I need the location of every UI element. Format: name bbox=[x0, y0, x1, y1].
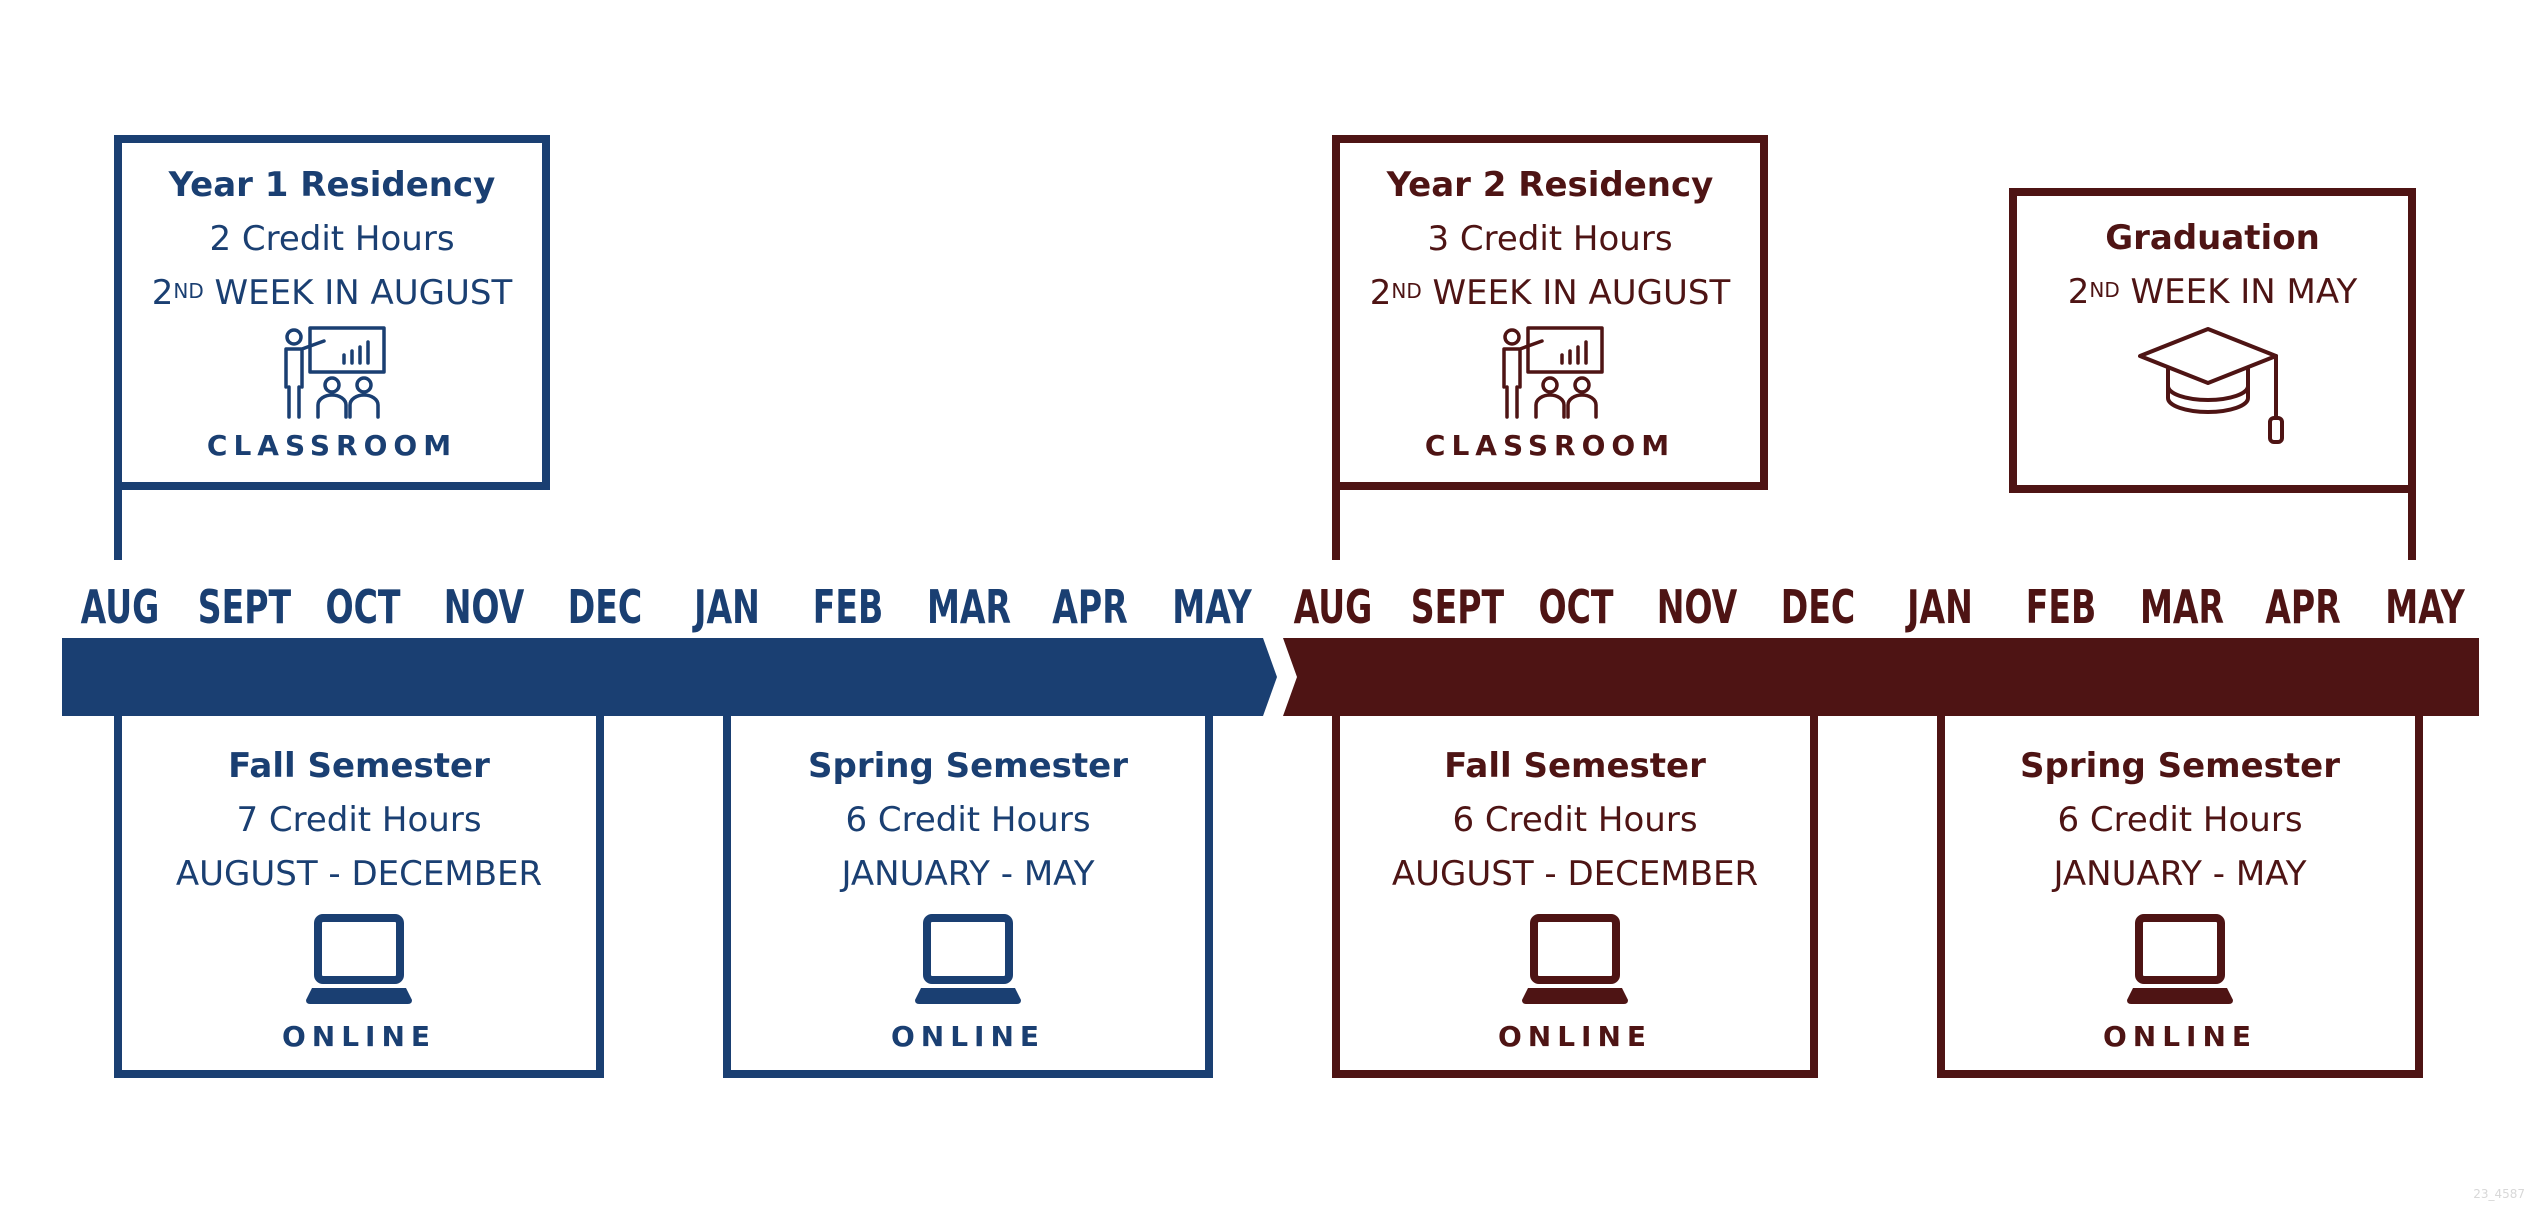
event-timing: 2ND WEEK IN AUGUST bbox=[1369, 273, 1731, 313]
year1-residency-box: Year 1 Residency 2 Credit Hours 2ND WEEK… bbox=[114, 135, 550, 490]
semester-mode: ONLINE bbox=[1497, 1020, 1653, 1053]
month-label: SEPT bbox=[1411, 580, 1505, 634]
month-label: MAY bbox=[2384, 580, 2465, 634]
month-label: AUG bbox=[1293, 580, 1373, 634]
event-title: Year 2 Residency bbox=[1386, 165, 1714, 205]
laptop-icon bbox=[306, 914, 412, 1004]
year1-bar bbox=[62, 638, 1277, 716]
year2-fall-semester-box: Fall Semester 6 Credit Hours AUGUST - DE… bbox=[1332, 708, 1818, 1078]
watermark: 23_4587 bbox=[2473, 1187, 2525, 1201]
laptop-icon bbox=[915, 914, 1021, 1004]
month-label: NOV bbox=[443, 580, 525, 634]
month-label: MAY bbox=[1171, 580, 1252, 634]
month-label: MAR bbox=[2140, 580, 2225, 634]
semester-credits: 7 Credit Hours bbox=[236, 800, 482, 840]
semester-title: Fall Semester bbox=[1444, 746, 1706, 786]
month-label: DEC bbox=[567, 580, 643, 634]
month-label: AUG bbox=[80, 580, 160, 634]
month-label: SEPT bbox=[198, 580, 292, 634]
year2-spring-semester-box: Spring Semester 6 Credit Hours JANUARY -… bbox=[1937, 708, 2423, 1078]
event-title: Year 1 Residency bbox=[168, 165, 496, 205]
laptop-icon bbox=[2127, 914, 2233, 1004]
semester-mode: ONLINE bbox=[890, 1020, 1046, 1053]
year1-label: YEAR 1 bbox=[584, 7, 762, 70]
semester-mode: ONLINE bbox=[2102, 1020, 2258, 1053]
semester-title: Spring Semester bbox=[808, 746, 1128, 786]
stem-graduation bbox=[2408, 480, 2416, 560]
month-label: FEB bbox=[812, 580, 884, 634]
year2-bar bbox=[1283, 638, 2479, 716]
stem-year1-residency bbox=[114, 480, 122, 560]
month-label: JAN bbox=[693, 580, 760, 634]
laptop-icon bbox=[1522, 914, 1628, 1004]
event-timing: 2ND WEEK IN AUGUST bbox=[151, 273, 513, 313]
timeline-bar bbox=[62, 638, 2479, 716]
event-mode: CLASSROOM bbox=[206, 429, 458, 462]
event-title: Graduation bbox=[2105, 218, 2320, 258]
event-credits: 3 Credit Hours bbox=[1427, 219, 1673, 259]
graduation-cap-icon bbox=[2137, 327, 2284, 444]
year1-spring-semester-box: Spring Semester 6 Credit Hours JANUARY -… bbox=[723, 708, 1213, 1078]
semester-dates: AUGUST - DECEMBER bbox=[175, 854, 543, 894]
month-label: OCT bbox=[1538, 580, 1614, 634]
month-label: NOV bbox=[1656, 580, 1738, 634]
semester-credits: 6 Credit Hours bbox=[2057, 800, 2303, 840]
month-label: JAN bbox=[1906, 580, 1973, 634]
graduation-box: Graduation 2ND WEEK IN MAY bbox=[2009, 188, 2416, 493]
semester-dates: AUGUST - DECEMBER bbox=[1391, 854, 1759, 894]
semester-title: Fall Semester bbox=[228, 746, 490, 786]
month-label: OCT bbox=[325, 580, 401, 634]
semester-mode: ONLINE bbox=[281, 1020, 437, 1053]
stem-year2-residency bbox=[1332, 480, 1340, 560]
semester-credits: 6 Credit Hours bbox=[845, 800, 1091, 840]
semester-credits: 6 Credit Hours bbox=[1452, 800, 1698, 840]
semester-dates: JANUARY - MAY bbox=[841, 854, 1095, 894]
semester-dates: JANUARY - MAY bbox=[2053, 854, 2307, 894]
year2-residency-box: Year 2 Residency 3 Credit Hours 2ND WEEK… bbox=[1332, 135, 1768, 490]
semester-title: Spring Semester bbox=[2020, 746, 2340, 786]
year2-label: YEAR 2 bbox=[1799, 7, 1977, 70]
month-label: APR bbox=[1052, 580, 1129, 634]
year1-fall-semester-box: Fall Semester 7 Credit Hours AUGUST - DE… bbox=[114, 708, 604, 1078]
classroom-icon bbox=[284, 326, 386, 419]
month-label: MAR bbox=[927, 580, 1012, 634]
month-label: FEB bbox=[2025, 580, 2097, 634]
event-timing: 2ND WEEK IN MAY bbox=[2067, 272, 2358, 312]
event-mode: CLASSROOM bbox=[1424, 429, 1676, 462]
month-label: APR bbox=[2265, 580, 2342, 634]
classroom-icon bbox=[1502, 326, 1604, 419]
event-credits: 2 Credit Hours bbox=[209, 219, 455, 259]
month-label: DEC bbox=[1780, 580, 1856, 634]
